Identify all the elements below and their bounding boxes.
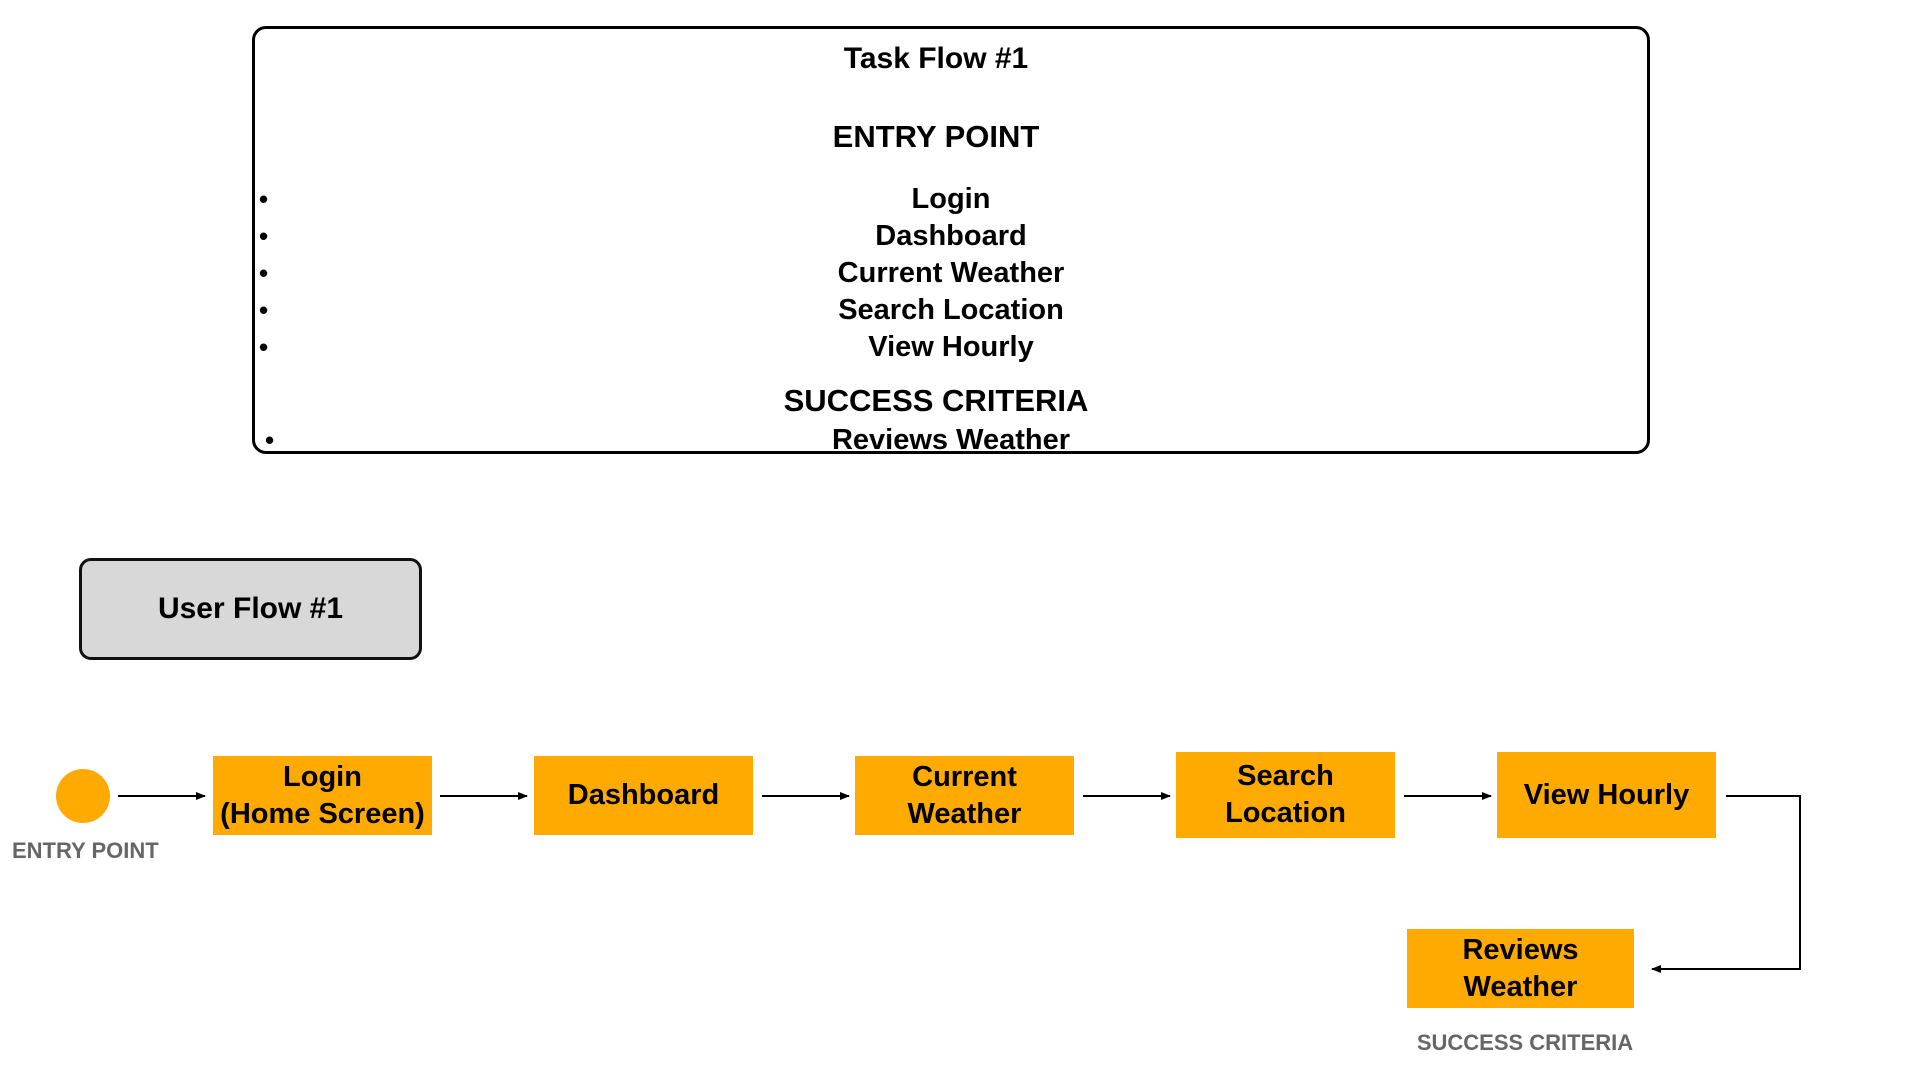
node-reviews-weather-line-1: Reviews [1462,933,1579,966]
entry-point-label: ENTRY POINT [12,838,159,863]
success-criteria-label: SUCCESS CRITERIA [1416,1030,1634,1055]
task-item-label: Search Location [838,294,1064,326]
task-item-label: Dashboard [875,220,1027,252]
node-view-hourly-label: View Hourly [1523,778,1690,811]
bullet: • [259,295,269,325]
node-login-line-1: Login [283,760,362,793]
entry-point-dot [56,769,110,823]
node-view-hourly: View Hourly [1497,752,1716,838]
success-criteria-heading: SUCCESS CRITERIA [783,383,1089,418]
task-item-label: View Hourly [868,331,1034,363]
task-flow-box: Task Flow #1 ENTRY POINT • Login • Dashb… [252,26,1650,456]
task-item-label: Reviews Weather [831,424,1071,456]
task-item-label: Login [911,183,991,215]
task-item-label: Current Weather [837,257,1065,289]
node-dashboard: Dashboard [534,756,753,835]
bullet: • [259,184,269,214]
bullet: • [259,221,269,251]
task-flow-title: Task Flow #1 [843,42,1029,75]
node-dashboard-label: Dashboard [567,779,720,811]
node-search-location: Search Location [1176,752,1395,838]
user-flow-title: User Flow #1 [79,558,422,660]
node-current-weather-line-1: Current [912,760,1017,793]
bullet: • [259,258,269,288]
node-login-line-2: (Home Screen) [220,797,425,830]
node-search-location-line-1: Search [1237,760,1334,792]
entry-point-heading: ENTRY POINT [832,119,1040,154]
node-reviews-weather-line-2: Weather [1463,970,1578,1003]
node-login: Login (Home Screen) [213,756,432,835]
bullet: • [265,425,275,455]
bullet: • [259,332,269,362]
node-current-weather: Current Weather [855,756,1074,835]
node-current-weather-line-2: Weather [907,797,1022,830]
node-search-location-line-2: Location [1225,797,1346,829]
node-reviews-weather: Reviews Weather [1407,929,1634,1008]
